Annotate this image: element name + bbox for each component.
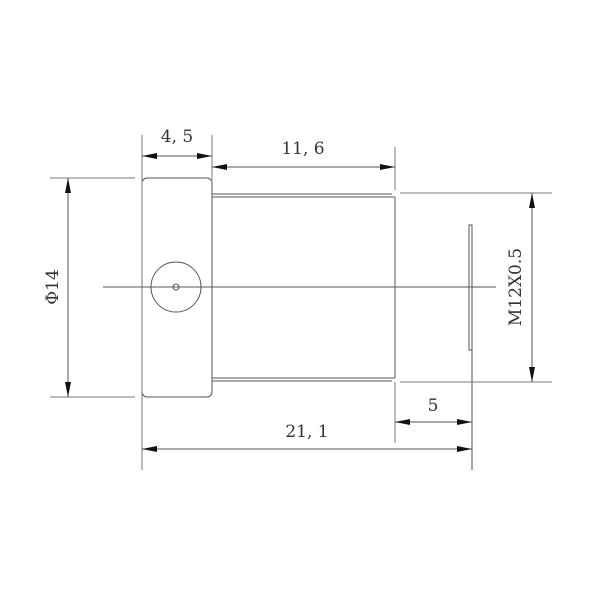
dim-diameter: Φ14 <box>43 178 71 397</box>
dim-barrel-length: 11, 6 <box>212 139 395 170</box>
svg-text:4, 5: 4, 5 <box>161 127 193 147</box>
extension-lines <box>50 135 552 470</box>
svg-text:M12X0.5: M12X0.5 <box>506 248 526 326</box>
svg-text:11, 6: 11, 6 <box>281 139 324 159</box>
lens-barrel <box>212 193 396 382</box>
dim-thread: M12X0.5 <box>506 193 535 382</box>
dim-total-length: 21, 1 <box>142 422 472 452</box>
svg-text:Φ14: Φ14 <box>43 269 63 305</box>
image-plane-plate <box>468 224 473 351</box>
svg-text:21, 1: 21, 1 <box>285 422 328 442</box>
dim-head-length: 4, 5 <box>142 127 212 159</box>
dim-thread-to-plane: 5 <box>395 396 472 425</box>
svg-text:5: 5 <box>428 396 439 416</box>
